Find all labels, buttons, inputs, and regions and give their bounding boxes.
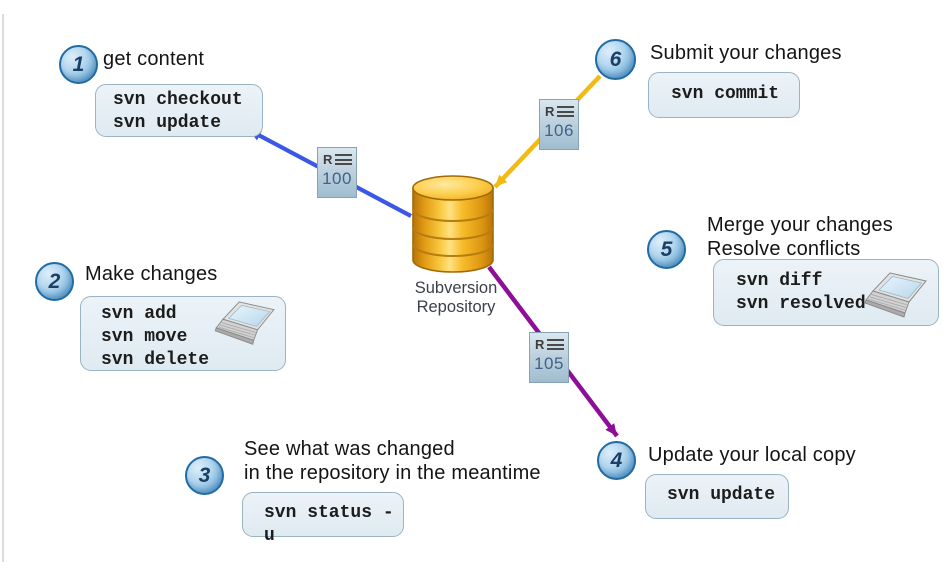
- repository-label: Subversion Repository: [394, 279, 518, 317]
- lines-icon: [557, 106, 575, 117]
- step-4-badge: 4: [597, 441, 636, 480]
- step-4-title: Update your local copy: [648, 444, 856, 466]
- repository-label-line2: Repository: [416, 298, 496, 316]
- step-1-number: 1: [72, 52, 85, 76]
- command-text: svn checkout: [113, 90, 243, 110]
- step-1-title: get content: [103, 48, 205, 70]
- revision-doc-icon: R: [540, 100, 578, 119]
- step-2-number: 2: [48, 269, 61, 293]
- step-5-title: Merge your changes Resolve conflicts: [707, 213, 893, 261]
- command-text: svn commit: [671, 84, 780, 104]
- step-3-number: 3: [198, 463, 211, 487]
- step-6-badge: 6: [595, 39, 636, 80]
- step-1-badge: 1: [59, 45, 98, 84]
- step-3-badge: 3: [185, 456, 224, 495]
- command-text: svn delete: [101, 350, 210, 370]
- step-5-command-box: svn diff svn resolved: [713, 259, 939, 326]
- step-4-command-box: svn update: [645, 474, 789, 519]
- slide-edge-line: [2, 14, 4, 562]
- lines-icon: [335, 154, 353, 165]
- command-text: svn status -u: [264, 503, 394, 546]
- step-2-title: Make changes: [85, 263, 218, 285]
- step-6-title: Submit your changes: [650, 42, 842, 64]
- command-text: svn add: [101, 304, 177, 324]
- command-text: svn move: [101, 327, 188, 347]
- step-3-title-line1: See what was changed: [244, 438, 455, 460]
- command-text: svn update: [113, 113, 222, 133]
- step-6-number: 6: [609, 47, 622, 71]
- revision-doc-icon: R: [318, 148, 356, 167]
- step-4-number: 4: [610, 448, 623, 472]
- step-5-badge: 5: [647, 230, 686, 269]
- revision-doc-icon: R: [530, 333, 568, 352]
- step-3-title: See what was changed in the repository i…: [244, 437, 541, 485]
- step-1-command-box: svn checkout svn update: [95, 84, 263, 137]
- step-3-title-line2: in the repository in the meantime: [244, 462, 541, 484]
- revision-badge-100: R 100: [317, 147, 357, 198]
- step-5-title-line2: Resolve conflicts: [707, 238, 861, 260]
- revision-label: R: [535, 336, 545, 352]
- revision-label: R: [545, 103, 555, 119]
- revision-badge-106: R 106: [539, 99, 579, 150]
- command-text: svn update: [667, 485, 776, 505]
- laptop-icon: [213, 301, 279, 349]
- lines-icon: [547, 339, 565, 350]
- step-5-title-line1: Merge your changes: [707, 214, 893, 236]
- revision-label: R: [323, 151, 333, 167]
- step-3-command-box: svn status -u: [242, 492, 404, 546]
- step-6-command-box: svn commit: [648, 72, 800, 118]
- revision-number: 105: [534, 354, 564, 373]
- step-5-number: 5: [660, 237, 673, 261]
- command-text: svn resolved: [736, 294, 866, 314]
- revision-number: 106: [544, 121, 574, 140]
- revision-badge-105: R 105: [529, 332, 569, 383]
- revision-number: 100: [322, 169, 352, 188]
- command-text: svn diff: [736, 271, 823, 291]
- repository-cylinder-icon: [411, 172, 495, 276]
- repository-label-line1: Subversion: [414, 279, 498, 297]
- step-2-command-box: svn add svn move svn delete: [80, 296, 286, 371]
- step-2-badge: 2: [35, 262, 74, 301]
- laptop-icon: [860, 272, 934, 322]
